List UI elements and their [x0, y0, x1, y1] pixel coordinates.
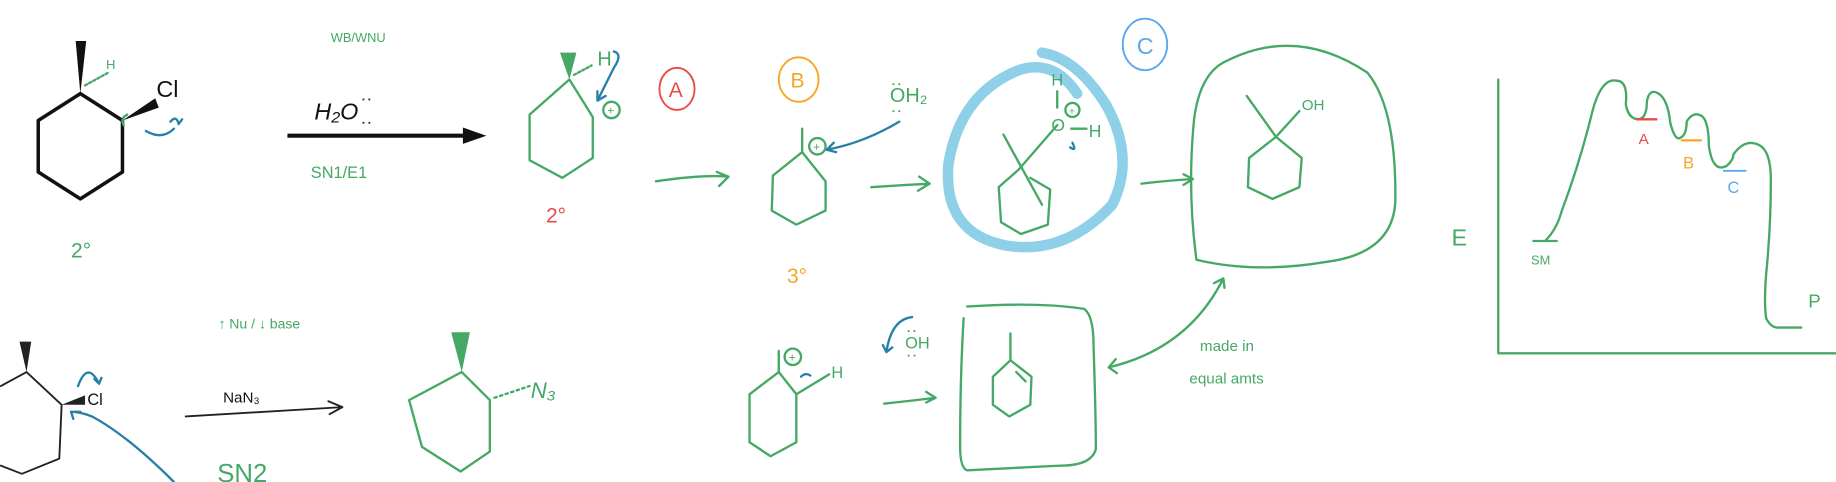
- backside-attack-arrow-icon: [69, 410, 176, 482]
- leaving-arrow-icon: [76, 371, 103, 388]
- degree-label: 2°: [546, 204, 566, 227]
- hydrogen-label: H: [106, 57, 115, 72]
- note-line-2: equal amts: [1189, 371, 1264, 388]
- chlorine-label: Cl: [156, 76, 178, 102]
- ring: [0, 371, 63, 475]
- start-label: SM: [1531, 252, 1550, 267]
- reagent-water: H₂O: [314, 98, 358, 124]
- arrow-to-tertiary: [654, 170, 730, 188]
- e1-carbocation: + H OH: [748, 315, 930, 458]
- charge-circle: [808, 136, 827, 156]
- mechanism-label: SN2: [217, 460, 267, 482]
- reagent-sodium-azide: NaN₃: [223, 389, 260, 406]
- curved-arrow-icon: [144, 117, 184, 137]
- methyl-wedge: [75, 40, 87, 94]
- hydroxyl-label: OH: [1302, 97, 1325, 114]
- charge-label: +: [813, 141, 820, 154]
- sn2-reactant: Cl: [0, 341, 176, 482]
- deprotonation-arrow-icon: [1068, 141, 1076, 151]
- ring: [1246, 135, 1303, 201]
- arrow-to-alkene: [882, 390, 937, 405]
- reaction-arrow-sn2: ↑ Nu / ↓ base NaN₃ SN2: [184, 316, 344, 482]
- ring: [748, 370, 798, 458]
- level-label-c: C: [1728, 179, 1740, 197]
- label-circle-b: [777, 56, 820, 103]
- degree-label: 3°: [787, 265, 807, 288]
- chlorine-wedge: [122, 98, 159, 121]
- ring: [36, 91, 125, 201]
- charge-label: +: [607, 105, 614, 118]
- chlorine-wedge: [61, 395, 86, 405]
- oxygen-label: O: [1051, 115, 1065, 135]
- hydrogen-top-label: H: [1051, 71, 1063, 89]
- ring: [997, 168, 1052, 236]
- conditions-above: ↑ Nu / ↓ base: [218, 316, 300, 332]
- hydrogen-label: H: [831, 364, 843, 382]
- hash-bond: [572, 64, 593, 77]
- label-circle-c: [1121, 17, 1169, 72]
- intermediate-label-b: B: [790, 70, 804, 93]
- oxonium-intermediate: H O + H C: [942, 17, 1169, 253]
- note-line-1: made in: [1200, 338, 1254, 355]
- axes: [1497, 78, 1836, 355]
- methyl-wedge: [560, 52, 577, 80]
- level-label-b: B: [1683, 154, 1694, 172]
- methyl-wedge: [451, 332, 470, 373]
- highlight-circle: [942, 47, 1128, 253]
- nucleophilic-attack-arrow-icon: [825, 120, 901, 154]
- hydride-shift-arrow-icon: [596, 50, 620, 102]
- intermediate-label-a: A: [669, 79, 683, 102]
- degree-label: 2°: [71, 239, 91, 262]
- azide-label: N₃: [531, 378, 556, 403]
- hydrogen-right-label: H: [1089, 121, 1102, 141]
- product-box: [958, 303, 1097, 472]
- base-label: OH: [905, 335, 930, 353]
- charge-label: +: [1069, 106, 1075, 118]
- chlorine-label: Cl: [87, 391, 102, 409]
- charge-circle: [602, 100, 621, 120]
- alkene-product: [958, 303, 1097, 472]
- alcohol-product: OH: [1189, 44, 1397, 269]
- arrow-to-oxonium: [870, 175, 931, 192]
- tertiary-carbocation: B + OH₂ 3°: [770, 56, 928, 288]
- product-box: [1189, 44, 1397, 269]
- intermediate-label-c: C: [1137, 33, 1154, 59]
- electron-arrow-icon: [799, 372, 812, 378]
- ring: [528, 78, 594, 179]
- hash-bond: [83, 71, 110, 87]
- hydrogen-label: H: [597, 49, 611, 71]
- equal-amounts-double-arrow: [1107, 277, 1226, 375]
- y-axis-label: E: [1451, 225, 1467, 251]
- level-label-a: A: [1639, 131, 1650, 148]
- water-nucleophile: OH₂: [890, 85, 928, 107]
- conditions-above: WB/WNU: [331, 30, 386, 45]
- conditions-below: SN1/E1: [311, 164, 367, 182]
- ring: [407, 370, 491, 473]
- ring: [770, 150, 827, 226]
- arrowhead-icon: [462, 127, 487, 144]
- charge-label: +: [789, 352, 796, 365]
- reaction-arrow-sn1: WB/WNU H₂O SN1/E1: [287, 30, 487, 182]
- energy-diagram: E SM A B C P: [1451, 78, 1836, 355]
- sn2-product: N₃: [407, 332, 556, 473]
- lone-pair-dots: [362, 98, 371, 124]
- label-circle-a: [658, 66, 696, 111]
- double-bond: [1015, 370, 1027, 383]
- reactant-molecule: Cl H 2°: [36, 40, 184, 262]
- ring: [991, 359, 1033, 418]
- deprotonation-arrow-icon: [881, 315, 914, 354]
- carbon-mark: [121, 113, 129, 127]
- secondary-carbocation: H + 2° A: [528, 49, 696, 227]
- hash-bond: [493, 384, 531, 399]
- energy-curve: [1543, 79, 1803, 329]
- arrow-to-alcohol: [1140, 173, 1195, 187]
- end-label: P: [1808, 291, 1820, 312]
- methyl-wedge: [19, 341, 32, 373]
